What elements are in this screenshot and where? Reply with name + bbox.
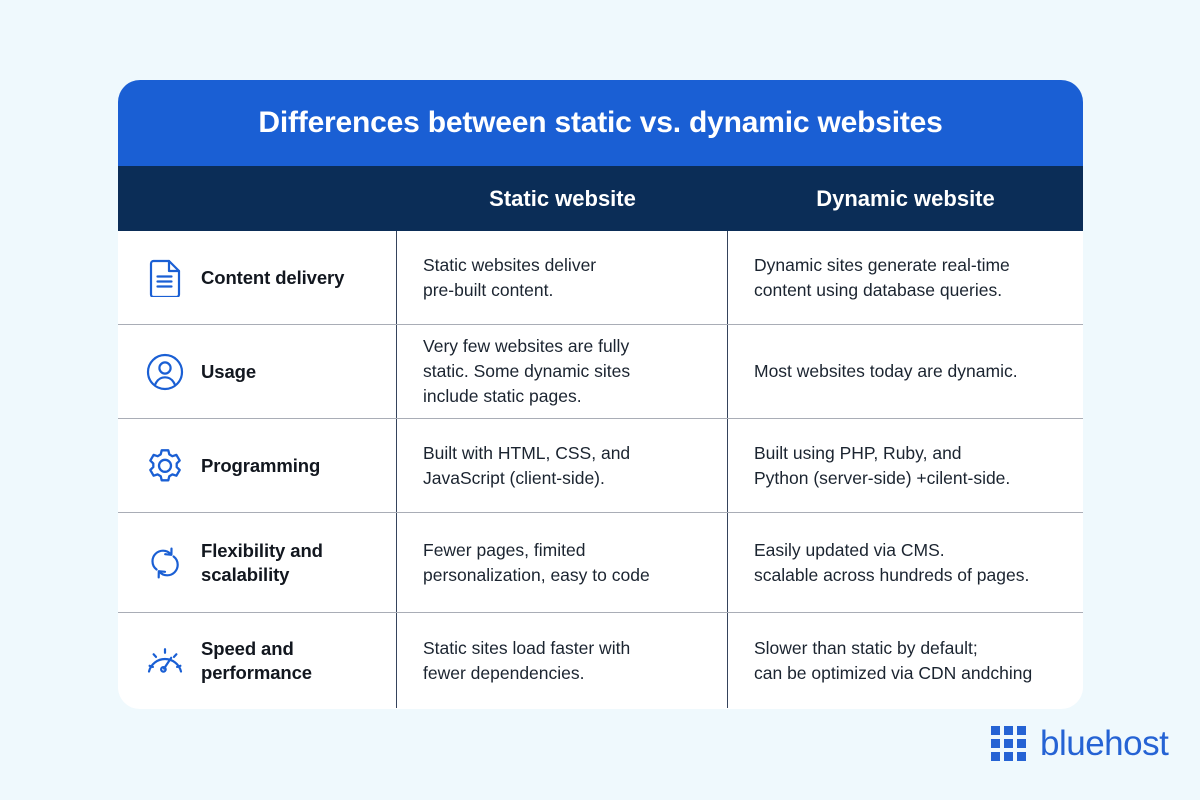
table-row: Flexibility and scalability Fewer pages,… [118, 513, 1083, 613]
gear-icon [145, 446, 185, 486]
refresh-sync-icon [145, 543, 185, 583]
row-dynamic-text: Dynamic sites generate real-time content… [754, 254, 1010, 300]
row-label-text: Content delivery [201, 266, 345, 288]
row-label-cell: Content delivery [118, 231, 397, 324]
table-row: Usage Very few websites are fully static… [118, 325, 1083, 419]
grid-squares-icon [991, 726, 1026, 761]
column-header-dynamic: Dynamic website [816, 185, 995, 211]
document-icon [145, 258, 185, 298]
row-dynamic-cell: Slower than static by default; can be op… [728, 613, 1083, 708]
table-row: Speed and performance Static sites load … [118, 613, 1083, 708]
row-dynamic-cell: Most websites today are dynamic. [728, 325, 1083, 418]
row-static-cell: Fewer pages, fimited personalization, ea… [397, 513, 728, 612]
page-title: Differences between static vs. dynamic w… [258, 106, 943, 139]
row-dynamic-text: Built using PHP, Ruby, and Python (serve… [754, 442, 1011, 488]
column-header-static: Static website [489, 185, 636, 211]
row-static-text: Static sites load faster with fewer depe… [423, 637, 631, 683]
comparison-card: Differences between static vs. dynamic w… [118, 80, 1083, 709]
bluehost-logo-text: bluehost [1040, 724, 1169, 763]
speedometer-icon [145, 641, 185, 681]
table-row: Content delivery Static websites deliver… [118, 231, 1083, 325]
row-dynamic-cell: Dynamic sites generate real-time content… [728, 231, 1083, 324]
row-static-text: Built with HTML, CSS, and JavaScript (cl… [423, 442, 631, 488]
row-label-cell: Programming [118, 419, 397, 512]
row-static-text: Static websites deliver pre-built conten… [423, 254, 597, 300]
row-dynamic-text: Slower than static by default; can be op… [754, 637, 1033, 683]
row-static-cell: Static sites load faster with fewer depe… [397, 613, 728, 708]
row-dynamic-cell: Built using PHP, Ruby, and Python (serve… [728, 419, 1083, 512]
row-label-text: Speed and performance [201, 638, 312, 683]
row-label-cell: Speed and performance [118, 613, 397, 708]
table-row: Programming Built with HTML, CSS, and Ja… [118, 419, 1083, 513]
row-label-cell: Flexibility and scalability [118, 513, 397, 612]
row-dynamic-text: Most websites today are dynamic. [754, 361, 1018, 382]
row-static-cell: Very few websites are fully static. Some… [397, 325, 728, 418]
table-column-header-row: Static website Dynamic website [118, 166, 1083, 231]
row-label-text: Usage [201, 360, 257, 382]
row-label-cell: Usage [118, 325, 397, 418]
row-dynamic-cell: Easily updated via CMS. scalable across … [728, 513, 1083, 612]
user-icon [145, 352, 185, 392]
row-label-text: Flexibility and scalability [201, 540, 323, 585]
table-body: Content delivery Static websites deliver… [118, 231, 1083, 708]
row-label-text: Programming [201, 454, 321, 476]
row-static-text: Very few websites are fully static. Some… [423, 336, 631, 406]
row-static-cell: Static websites deliver pre-built conten… [397, 231, 728, 324]
row-static-text: Fewer pages, fimited personalization, ea… [423, 539, 650, 585]
row-static-cell: Built with HTML, CSS, and JavaScript (cl… [397, 419, 728, 512]
card-title-bar: Differences between static vs. dynamic w… [118, 80, 1083, 166]
row-dynamic-text: Easily updated via CMS. scalable across … [754, 539, 1030, 585]
bluehost-logo: bluehost [991, 724, 1169, 763]
